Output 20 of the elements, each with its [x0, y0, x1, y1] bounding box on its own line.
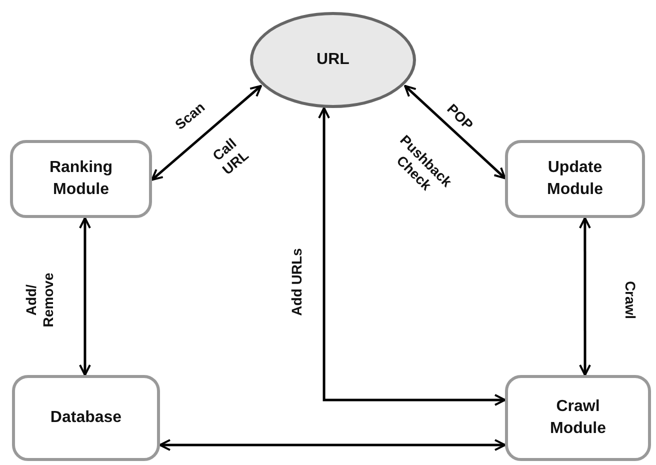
rounded-box [12, 375, 160, 461]
node-label: Update Module [546, 158, 604, 200]
edge-label: Crawl [622, 280, 638, 320]
node-label: Ranking Module [48, 158, 114, 200]
line-label: Call URL [208, 134, 252, 178]
node-label: Database [49, 408, 123, 428]
edge-label: POP [444, 100, 476, 134]
arrow [318, 107, 506, 406]
arrow [404, 84, 506, 180]
node-label: Crawl Module [549, 397, 607, 439]
rounded-box [10, 140, 152, 218]
rounded-box [505, 140, 645, 218]
node-label: URL [316, 50, 350, 70]
edge-label: Add/ Remove [23, 272, 57, 330]
arrow [159, 439, 506, 451]
arrow [578, 217, 591, 376]
rounded-box [505, 375, 651, 461]
edge-label: Add URLs [288, 248, 306, 316]
arrow [151, 84, 262, 181]
arrow [78, 217, 91, 376]
